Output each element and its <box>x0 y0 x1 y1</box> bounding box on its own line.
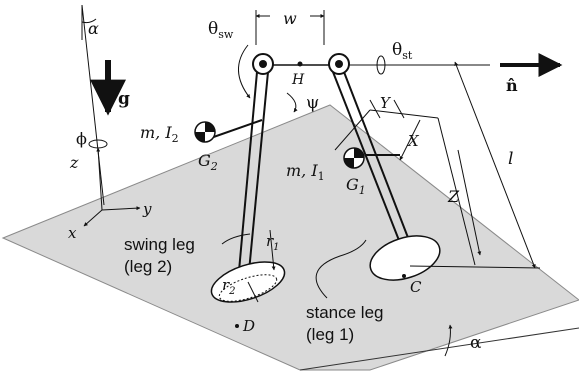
swing-leg-leader <box>221 233 251 245</box>
label-G1: G1 <box>346 175 366 197</box>
label-m1-sub: 1 <box>318 170 325 183</box>
psi-rotation-arc <box>286 92 298 113</box>
label-r1-main: r <box>266 232 274 250</box>
stance-leg-rod-b <box>343 71 413 249</box>
label-r1: r1 <box>266 232 280 253</box>
label-G1-main: G <box>346 175 359 194</box>
label-m2: m, I2 <box>140 123 179 145</box>
stance-leg-rod-a <box>332 71 403 249</box>
label-m2-main: m, I <box>140 123 172 142</box>
label-phi: ϕ <box>76 129 87 148</box>
label-G2-sub: 2 <box>210 160 218 173</box>
label-Z: Z <box>447 187 460 206</box>
label-psi: ψ <box>306 93 319 113</box>
label-gravity: g <box>118 89 130 109</box>
horizontal-reference-line <box>299 327 579 371</box>
leg-length-line <box>454 61 536 269</box>
label-G2: G2 <box>198 151 218 173</box>
swing-leg-rod-b <box>247 71 269 283</box>
point-D <box>235 324 239 328</box>
label-alpha-top: α <box>88 19 99 38</box>
stance-leg-leader <box>315 239 367 299</box>
label-r1-sub: 1 <box>273 242 279 253</box>
stance-foot <box>369 235 441 281</box>
label-G1-sub: 1 <box>359 184 366 197</box>
y-axis <box>101 206 141 211</box>
label-m1: m, I1 <box>286 161 325 183</box>
mass-G2-fill-a <box>205 122 215 132</box>
offset-Y-tick-right <box>393 99 405 119</box>
alpha-top-arc <box>81 18 97 24</box>
slope-angle-arc <box>444 324 453 357</box>
z-axis <box>96 147 103 211</box>
label-z-axis: z <box>69 153 79 172</box>
contact-point-C <box>402 274 406 278</box>
mass-G2-fill-b <box>195 132 205 142</box>
offset-Y-tick-left <box>369 99 381 119</box>
label-Y: Y <box>380 94 392 112</box>
label-theta-st: θst <box>392 40 413 62</box>
offset-diagonal <box>334 109 371 151</box>
mass-G1-fill-a <box>354 148 364 158</box>
ground-plane <box>1 104 579 371</box>
label-H: H <box>291 72 305 88</box>
label-leg1: (leg 1) <box>306 325 354 344</box>
label-y-axis: y <box>142 200 152 218</box>
label-leg2: (leg 2) <box>124 257 172 276</box>
hip-midpoint-H <box>297 61 303 67</box>
offset-Y-line <box>369 109 439 119</box>
label-m1-main: m, I <box>286 161 318 180</box>
label-theta-sw-sub: sw <box>218 28 234 41</box>
swing-foot-shadow <box>218 274 278 302</box>
label-D: D <box>242 317 255 335</box>
r1-radius <box>269 229 276 271</box>
theta-st-rotation <box>376 55 386 75</box>
label-x-axis: x <box>68 224 77 242</box>
label-theta-st-sub: st <box>402 49 413 62</box>
label-r2-main: r <box>222 276 230 294</box>
x-axis <box>83 209 103 227</box>
label-swing-leg: swing leg <box>124 235 195 254</box>
swing-leg-rod-a <box>237 71 258 283</box>
label-C: C <box>410 278 422 296</box>
label-w: w <box>283 9 297 28</box>
label-stance-leg: stance leg <box>306 303 384 322</box>
label-m2-sub: 2 <box>172 132 179 145</box>
label-theta-sw-main: θ <box>208 19 218 39</box>
label-theta-st-main: θ <box>392 40 402 60</box>
hip-joint-swing-center <box>259 60 267 68</box>
offset-X-line <box>399 119 421 161</box>
label-G2-main: G <box>198 151 211 170</box>
label-r2-sub: 2 <box>228 286 235 297</box>
label-alpha-bottom: α <box>470 333 482 353</box>
label-l: l <box>508 149 513 169</box>
theta-sw-arc <box>238 44 251 99</box>
label-X: X <box>407 132 420 150</box>
mass-G1-fill-b <box>344 158 354 168</box>
label-theta-sw: θsw <box>208 19 234 41</box>
label-n-hat: n̂ <box>506 76 518 95</box>
r2-radius <box>247 281 259 303</box>
hip-joint-stance-center <box>335 60 343 68</box>
label-r2: r2 <box>222 276 236 297</box>
